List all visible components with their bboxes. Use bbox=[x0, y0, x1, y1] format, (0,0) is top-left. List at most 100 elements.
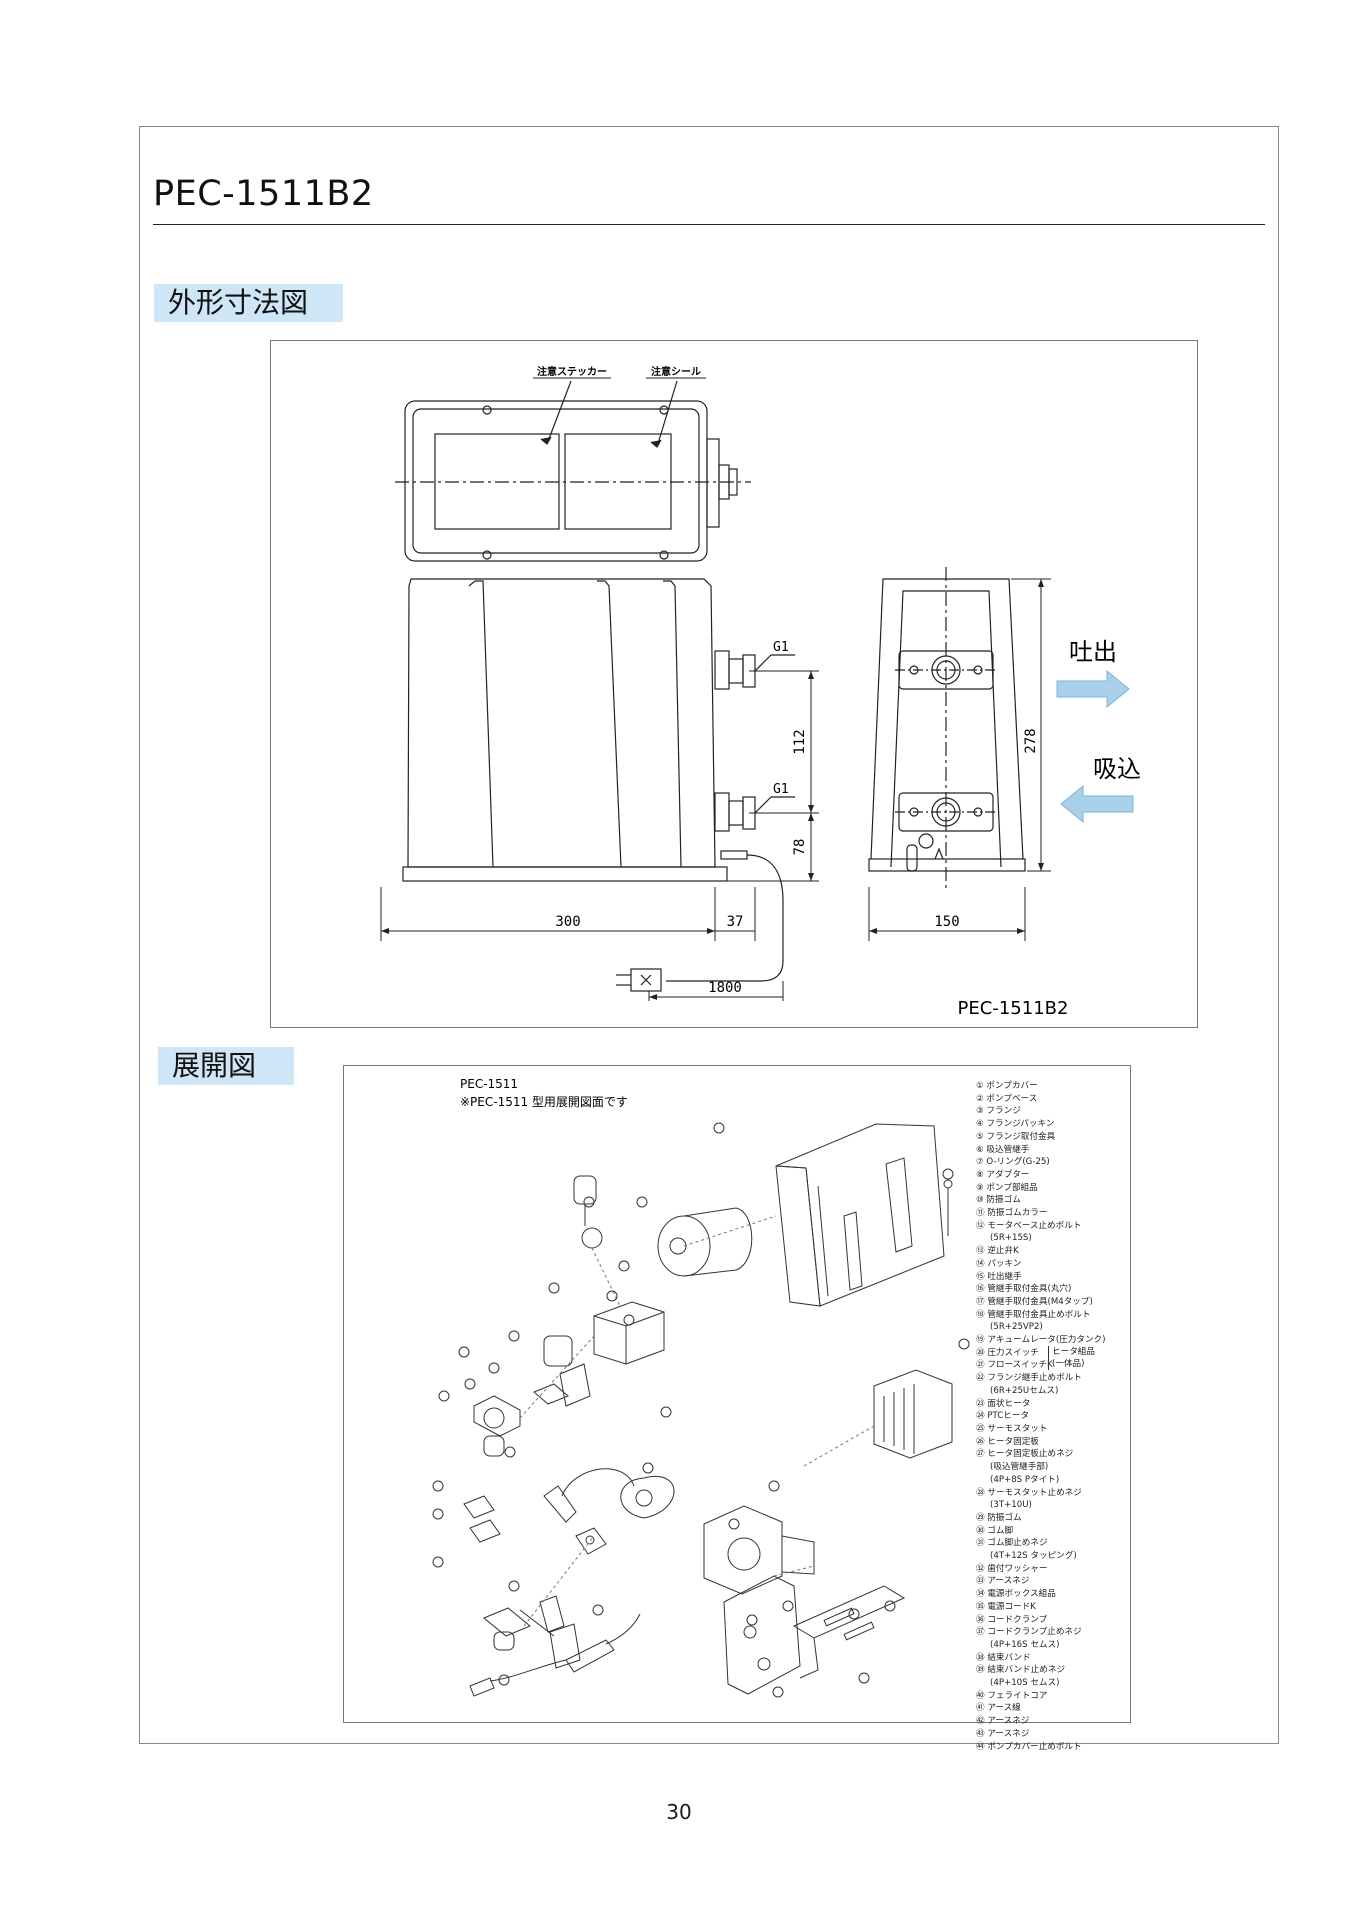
dim-37: 37 bbox=[727, 914, 744, 930]
top-view bbox=[395, 400, 751, 562]
parts-list-item: ㊷ アースネジ bbox=[976, 1716, 1030, 1727]
heater-group-label: ヒータ組品 bbox=[1052, 1347, 1095, 1357]
parts-list-item: ㉚ ゴム脚 bbox=[976, 1525, 1014, 1536]
suction-arrow bbox=[1060, 784, 1134, 824]
parts-list-item: (6R+25Uセムス) bbox=[990, 1385, 1059, 1396]
section-label-exploded: 展開図 bbox=[158, 1047, 294, 1085]
side-view bbox=[868, 567, 1026, 891]
label-port-lower: G1 bbox=[773, 782, 789, 797]
parts-list-item: (5R+25VP2) bbox=[990, 1322, 1043, 1333]
base-plate-part bbox=[723, 1575, 906, 1695]
exploded-model: PEC-1511 bbox=[460, 1077, 518, 1091]
parts-list-item: ㉛ ゴム脚止めネジ bbox=[976, 1538, 1048, 1549]
dim-150: 150 bbox=[934, 914, 959, 930]
dim-78: 78 bbox=[792, 839, 808, 856]
parts-list-item: ㊳ 結束バンド bbox=[976, 1652, 1031, 1663]
parts-list-item: ㊵ フェライトコア bbox=[976, 1690, 1048, 1701]
parts-list-item: ⑦ O-リング(G-25) bbox=[976, 1157, 1050, 1168]
parts-list-item: ⑥ 吸込管継手 bbox=[976, 1144, 1030, 1155]
dimension-drawing: 注意ステッカー 注意シール 吐出 吸込 G1 G1 112 78 278 300… bbox=[380, 365, 1141, 1019]
dim-278: 278 bbox=[1023, 728, 1039, 753]
parts-list-item: (4P+10S セムス) bbox=[990, 1678, 1060, 1689]
parts-list-item: (3T+10U) bbox=[990, 1500, 1032, 1511]
parts-list-item: ㊲ コードクランプ止めネジ bbox=[976, 1627, 1082, 1638]
parts-list-item: ⑬ 逆止弁K bbox=[976, 1246, 1019, 1257]
parts-list-item: ⑱ 管継手取付金具止めボルト bbox=[976, 1309, 1091, 1320]
pump-unit-part bbox=[575, 1476, 815, 1595]
parts-list-item: ⑩ 防振ゴム bbox=[976, 1195, 1021, 1206]
section-label-dimensions: 外形寸法図 bbox=[154, 284, 343, 322]
model-caption: PEC-1511B2 bbox=[958, 998, 1069, 1019]
parts-list-item: ㉖ ヒータ固定板 bbox=[976, 1436, 1039, 1447]
parts-list-item: ⑫ モータベース止めボルト bbox=[976, 1220, 1082, 1231]
parts-list-item: ⑨ ポンプ部組品 bbox=[976, 1182, 1038, 1193]
parts-list-item: ㊱ コードクランプ bbox=[976, 1614, 1048, 1625]
parts-list-item: ⑲ アキュームレータ(圧力タンク) bbox=[976, 1335, 1106, 1346]
dim-112: 112 bbox=[792, 729, 808, 754]
parts-list-item: (5R+15S) bbox=[990, 1233, 1032, 1244]
parts-list-item: ⑮ 吐出継手 bbox=[976, 1271, 1022, 1282]
parts-list-item: ㉔ PTCヒータ bbox=[976, 1411, 1030, 1422]
parts-list-item: (4P+8S Pタイト) bbox=[990, 1474, 1060, 1485]
parts-list-item: ㉓ 面状ヒータ bbox=[976, 1398, 1031, 1409]
dimension-lines bbox=[380, 578, 1051, 1001]
parts-list-item: ㉙ 防振ゴム bbox=[976, 1512, 1022, 1523]
dim-1800: 1800 bbox=[708, 980, 742, 996]
label-discharge: 吐出 bbox=[1069, 638, 1117, 666]
motor-part bbox=[657, 1207, 753, 1277]
parts-list-item: ㉕ サーモスタット bbox=[976, 1423, 1048, 1434]
dimension-drawing-panel: 注意ステッカー 注意シール 吐出 吸込 G1 G1 112 78 278 300… bbox=[270, 340, 1198, 1028]
parts-list-item: ㉟ 電源コードK bbox=[976, 1601, 1036, 1612]
parts-list-item: ⑰ 管継手取付金具(M4タップ) bbox=[976, 1296, 1093, 1307]
parts-list-item: ㉗ ヒータ固定板止めネジ bbox=[976, 1449, 1074, 1460]
exploded-view-drawing: PEC-1511 ※PEC-1511 型用展開図面です bbox=[432, 1077, 970, 1698]
front-view bbox=[402, 578, 795, 992]
parts-list-item: ㊴ 結束バンド止めネジ bbox=[976, 1665, 1066, 1676]
power-cord-part bbox=[469, 1609, 641, 1697]
parts-list-item: (4T+12S タッピング) bbox=[990, 1551, 1077, 1562]
callouts bbox=[432, 1122, 970, 1698]
heater-group-sublabel: (一体品) bbox=[1052, 1359, 1085, 1369]
label-caution-seal: 注意シール bbox=[651, 365, 701, 378]
dimension-arrows bbox=[381, 579, 1044, 1000]
parts-list-item: ㊶ アース線 bbox=[976, 1703, 1021, 1714]
parts-list-item: ㊸ アースネジ bbox=[976, 1728, 1030, 1739]
exploded-note: ※PEC-1511 型用展開図面です bbox=[460, 1095, 628, 1109]
page-frame bbox=[139, 126, 1279, 1744]
parts-list-item: ① ポンプカバー bbox=[976, 1081, 1038, 1091]
assembly-guides bbox=[519, 1215, 875, 1627]
parts-list-item: ㉝ アースネジ bbox=[976, 1576, 1030, 1587]
parts-list-item: ② ポンプベース bbox=[976, 1093, 1038, 1104]
parts-list-item: ⑤ フランジ取付金具 bbox=[976, 1131, 1056, 1142]
dim-300: 300 bbox=[555, 914, 580, 930]
label-caution-sticker: 注意ステッカー bbox=[537, 365, 607, 378]
parts-list-item: ⑭ パッキン bbox=[976, 1258, 1022, 1269]
parts-list-item: ⑪ 防振ゴムカラー bbox=[976, 1208, 1048, 1219]
label-port-upper: G1 bbox=[773, 640, 789, 655]
parts-list-item: ㉘ サーモスタット止めネジ bbox=[976, 1487, 1082, 1498]
heater-group-bracket: ヒータ組品 (一体品) bbox=[1048, 1346, 1095, 1370]
parts-list-item: ㉒ フランジ継手止めボルト bbox=[976, 1373, 1082, 1384]
flange-parts bbox=[473, 1363, 591, 1669]
title-rule bbox=[153, 224, 1265, 225]
heater-box-part bbox=[873, 1369, 953, 1459]
pump-block-part bbox=[543, 1301, 665, 1367]
parts-list-item: ㉜ 歯付ワッシャー bbox=[976, 1563, 1048, 1574]
parts-list-item: (4P+16S セムス) bbox=[990, 1639, 1060, 1650]
suction-pipe-part bbox=[463, 1468, 635, 1543]
pump-cover-part bbox=[775, 1123, 953, 1307]
pressure-switch-part bbox=[573, 1175, 603, 1249]
parts-list-item: ⑯ 管継手取付金具(丸穴) bbox=[976, 1284, 1072, 1295]
parts-list-item: (吸込管継手部) bbox=[990, 1462, 1049, 1473]
page-title: PEC-1511B2 bbox=[153, 174, 374, 214]
parts-list-item: ④ フランジパッキン bbox=[976, 1119, 1055, 1130]
exploded-view-panel: PEC-1511 ※PEC-1511 型用展開図面です bbox=[343, 1065, 1131, 1752]
parts-list-item: ⑧ アダプター bbox=[976, 1169, 1030, 1180]
parts-list-item: ㊹ ポンプカバー止めボルト bbox=[976, 1741, 1082, 1752]
parts-list-item: ㉑ フロースイッチK bbox=[976, 1360, 1053, 1371]
label-suction: 吸込 bbox=[1093, 755, 1141, 783]
discharge-arrow bbox=[1056, 669, 1130, 709]
parts-list-item: ③ フランジ bbox=[976, 1106, 1021, 1117]
parts-list-item: ⑳ 圧力スイッチ bbox=[976, 1347, 1039, 1358]
